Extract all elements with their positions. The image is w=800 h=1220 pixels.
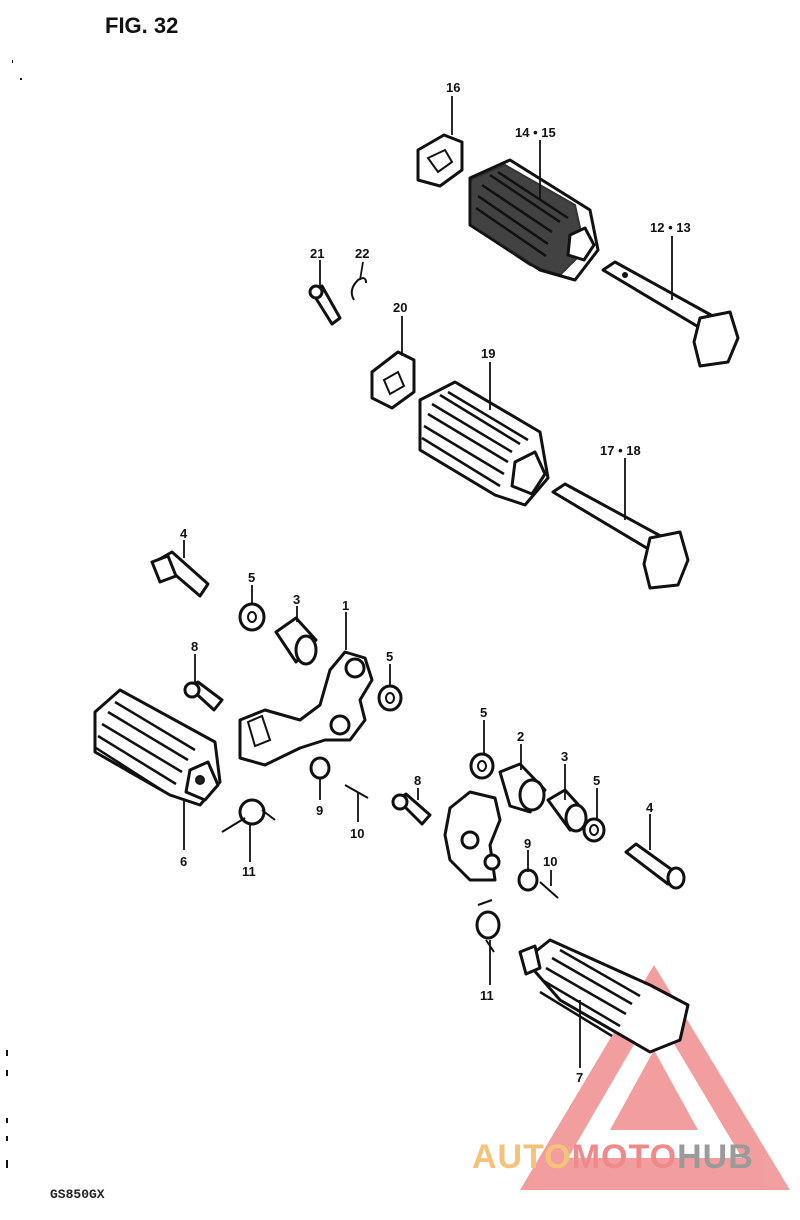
label-22: 22	[355, 246, 369, 261]
part-11-spring-right	[475, 899, 501, 953]
watermark-auto: AUTO	[472, 1138, 572, 1176]
label-11-left: 11	[242, 864, 256, 879]
part-11-spring-left	[221, 798, 276, 833]
part-9-washer-right	[517, 868, 539, 892]
part-19-rubber	[418, 380, 550, 507]
label-11-right: 11	[480, 988, 494, 1003]
part-10-cotter-right	[539, 881, 559, 899]
part-9-washer-left	[309, 756, 331, 780]
part-14-15-rubber	[468, 158, 600, 282]
part-22-clip	[350, 277, 367, 301]
part-4-bolt-left	[150, 550, 210, 598]
label-9-left: 9	[316, 803, 323, 818]
label-16: 16	[446, 80, 460, 95]
part-7-footpeg-right	[518, 938, 690, 1054]
label-4-left: 4	[180, 526, 188, 541]
label-14-15: 14 • 15	[515, 125, 556, 140]
label-8-left: 8	[191, 639, 198, 654]
part-2-bracket	[443, 762, 547, 882]
watermark-text: AUTOMOTOHUB	[472, 1138, 754, 1176]
watermark-hub: HUB	[677, 1138, 754, 1176]
label-21: 21	[310, 246, 324, 261]
part-5-washer-a	[238, 602, 266, 632]
label-5-c: 5	[480, 705, 487, 720]
leader-lines	[183, 96, 673, 1068]
part-6-footpeg-left	[93, 688, 222, 807]
part-12-13-pin	[601, 260, 740, 368]
part-8-pin-right	[391, 792, 432, 826]
figure-title: FIG. 32	[105, 13, 178, 38]
label-12-13: 12 • 13	[650, 220, 691, 235]
part-5-washer-c	[469, 752, 495, 780]
watermark-logo	[520, 965, 790, 1190]
label-5-a: 5	[248, 570, 255, 585]
part-17-18-pin	[551, 482, 690, 590]
label-3-b: 3	[561, 749, 568, 764]
label-8-right: 8	[414, 773, 421, 788]
part-4-bolt-right	[624, 842, 686, 890]
label-1: 1	[342, 598, 349, 613]
part-3-collar-a	[274, 616, 318, 666]
label-5-d: 5	[593, 773, 600, 788]
label-10-left: 10	[350, 826, 364, 841]
part-8-pin-left	[183, 680, 224, 712]
part-10-cotter-left	[344, 784, 369, 799]
label-2: 2	[517, 729, 524, 744]
part-16-plate	[416, 133, 464, 188]
label-7: 7	[576, 1070, 583, 1085]
label-5-b: 5	[386, 649, 393, 664]
part-21-bolt	[308, 284, 342, 326]
part-5-washer-b	[377, 684, 403, 712]
label-3-a: 3	[293, 592, 300, 607]
label-19: 19	[481, 346, 495, 361]
label-20: 20	[393, 300, 407, 315]
label-17-18: 17 • 18	[600, 443, 641, 458]
part-3-collar-b	[546, 788, 588, 833]
model-code: GS850GX	[50, 1187, 105, 1202]
label-6: 6	[180, 854, 187, 869]
label-9-right: 9	[524, 836, 531, 851]
part-20-plate	[370, 350, 416, 410]
label-10-right: 10	[543, 854, 557, 869]
watermark-moto: MOTO	[572, 1138, 677, 1176]
part-1-bracket	[238, 650, 374, 767]
part-5-washer-d	[582, 817, 606, 843]
label-4-right: 4	[646, 800, 654, 815]
scan-specks	[6, 60, 22, 1168]
